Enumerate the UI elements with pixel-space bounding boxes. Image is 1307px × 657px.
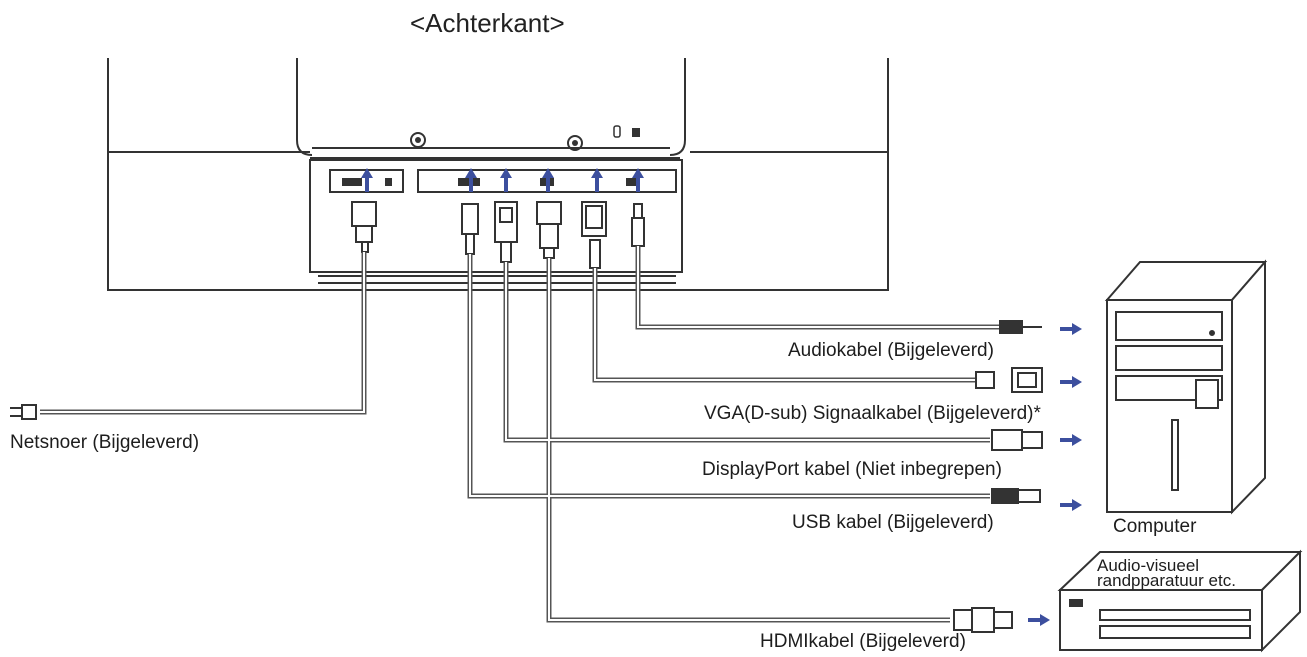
port-arrow-icon	[361, 168, 644, 192]
usb-plug-end-icon	[991, 488, 1041, 504]
vga-plug-icon	[581, 201, 607, 269]
av-equipment-label-line2: randpparatuur etc.	[1097, 571, 1236, 590]
monitor-back	[107, 58, 889, 291]
usb-cable-label: USB kabel (Bijgeleverd)	[792, 512, 994, 533]
power-plug-end-icon	[10, 404, 37, 420]
audio-plug-icon	[631, 203, 645, 247]
lock-icon	[613, 125, 640, 138]
displayport-plug-end-icon	[991, 429, 1043, 451]
screw-icon	[567, 135, 583, 151]
hdmi-cable-label: HDMIkabel (Bijgeleverd)	[760, 631, 966, 652]
vga-cable	[592, 268, 980, 383]
screw-icon	[410, 132, 426, 148]
power-plug-icon	[351, 201, 377, 253]
connection-arrow-icon	[1028, 323, 1082, 626]
hdmi-plug-icon	[536, 201, 562, 259]
displayport-plug-icon	[494, 201, 518, 263]
hdmi-plug-end-icon	[953, 607, 1013, 633]
computer-label: Computer	[1113, 516, 1197, 537]
vga-cable-label: VGA(D-sub) Signaalkabel (Bijgeleverd)*	[704, 403, 1041, 424]
audio-cable	[635, 246, 1000, 330]
audio-plug-end-icon	[999, 320, 1042, 334]
power-cable	[40, 252, 367, 415]
computer-tower-icon	[1104, 259, 1268, 515]
vga-plug-end-icon	[975, 367, 1043, 393]
displayport-cable-label: DisplayPort kabel (Niet inbegrepen)	[702, 459, 1002, 480]
av-equipment-icon	[1057, 549, 1303, 653]
audio-cable-label: Audiokabel (Bijgeleverd)	[788, 340, 994, 361]
power-cord-label: Netsnoer (Bijgeleverd)	[10, 432, 200, 453]
diagram-title: <Achterkant>	[410, 8, 565, 38]
usb-plug-icon	[461, 203, 479, 255]
av-equipment-label-line1: Audio-visueel	[1097, 556, 1200, 575]
